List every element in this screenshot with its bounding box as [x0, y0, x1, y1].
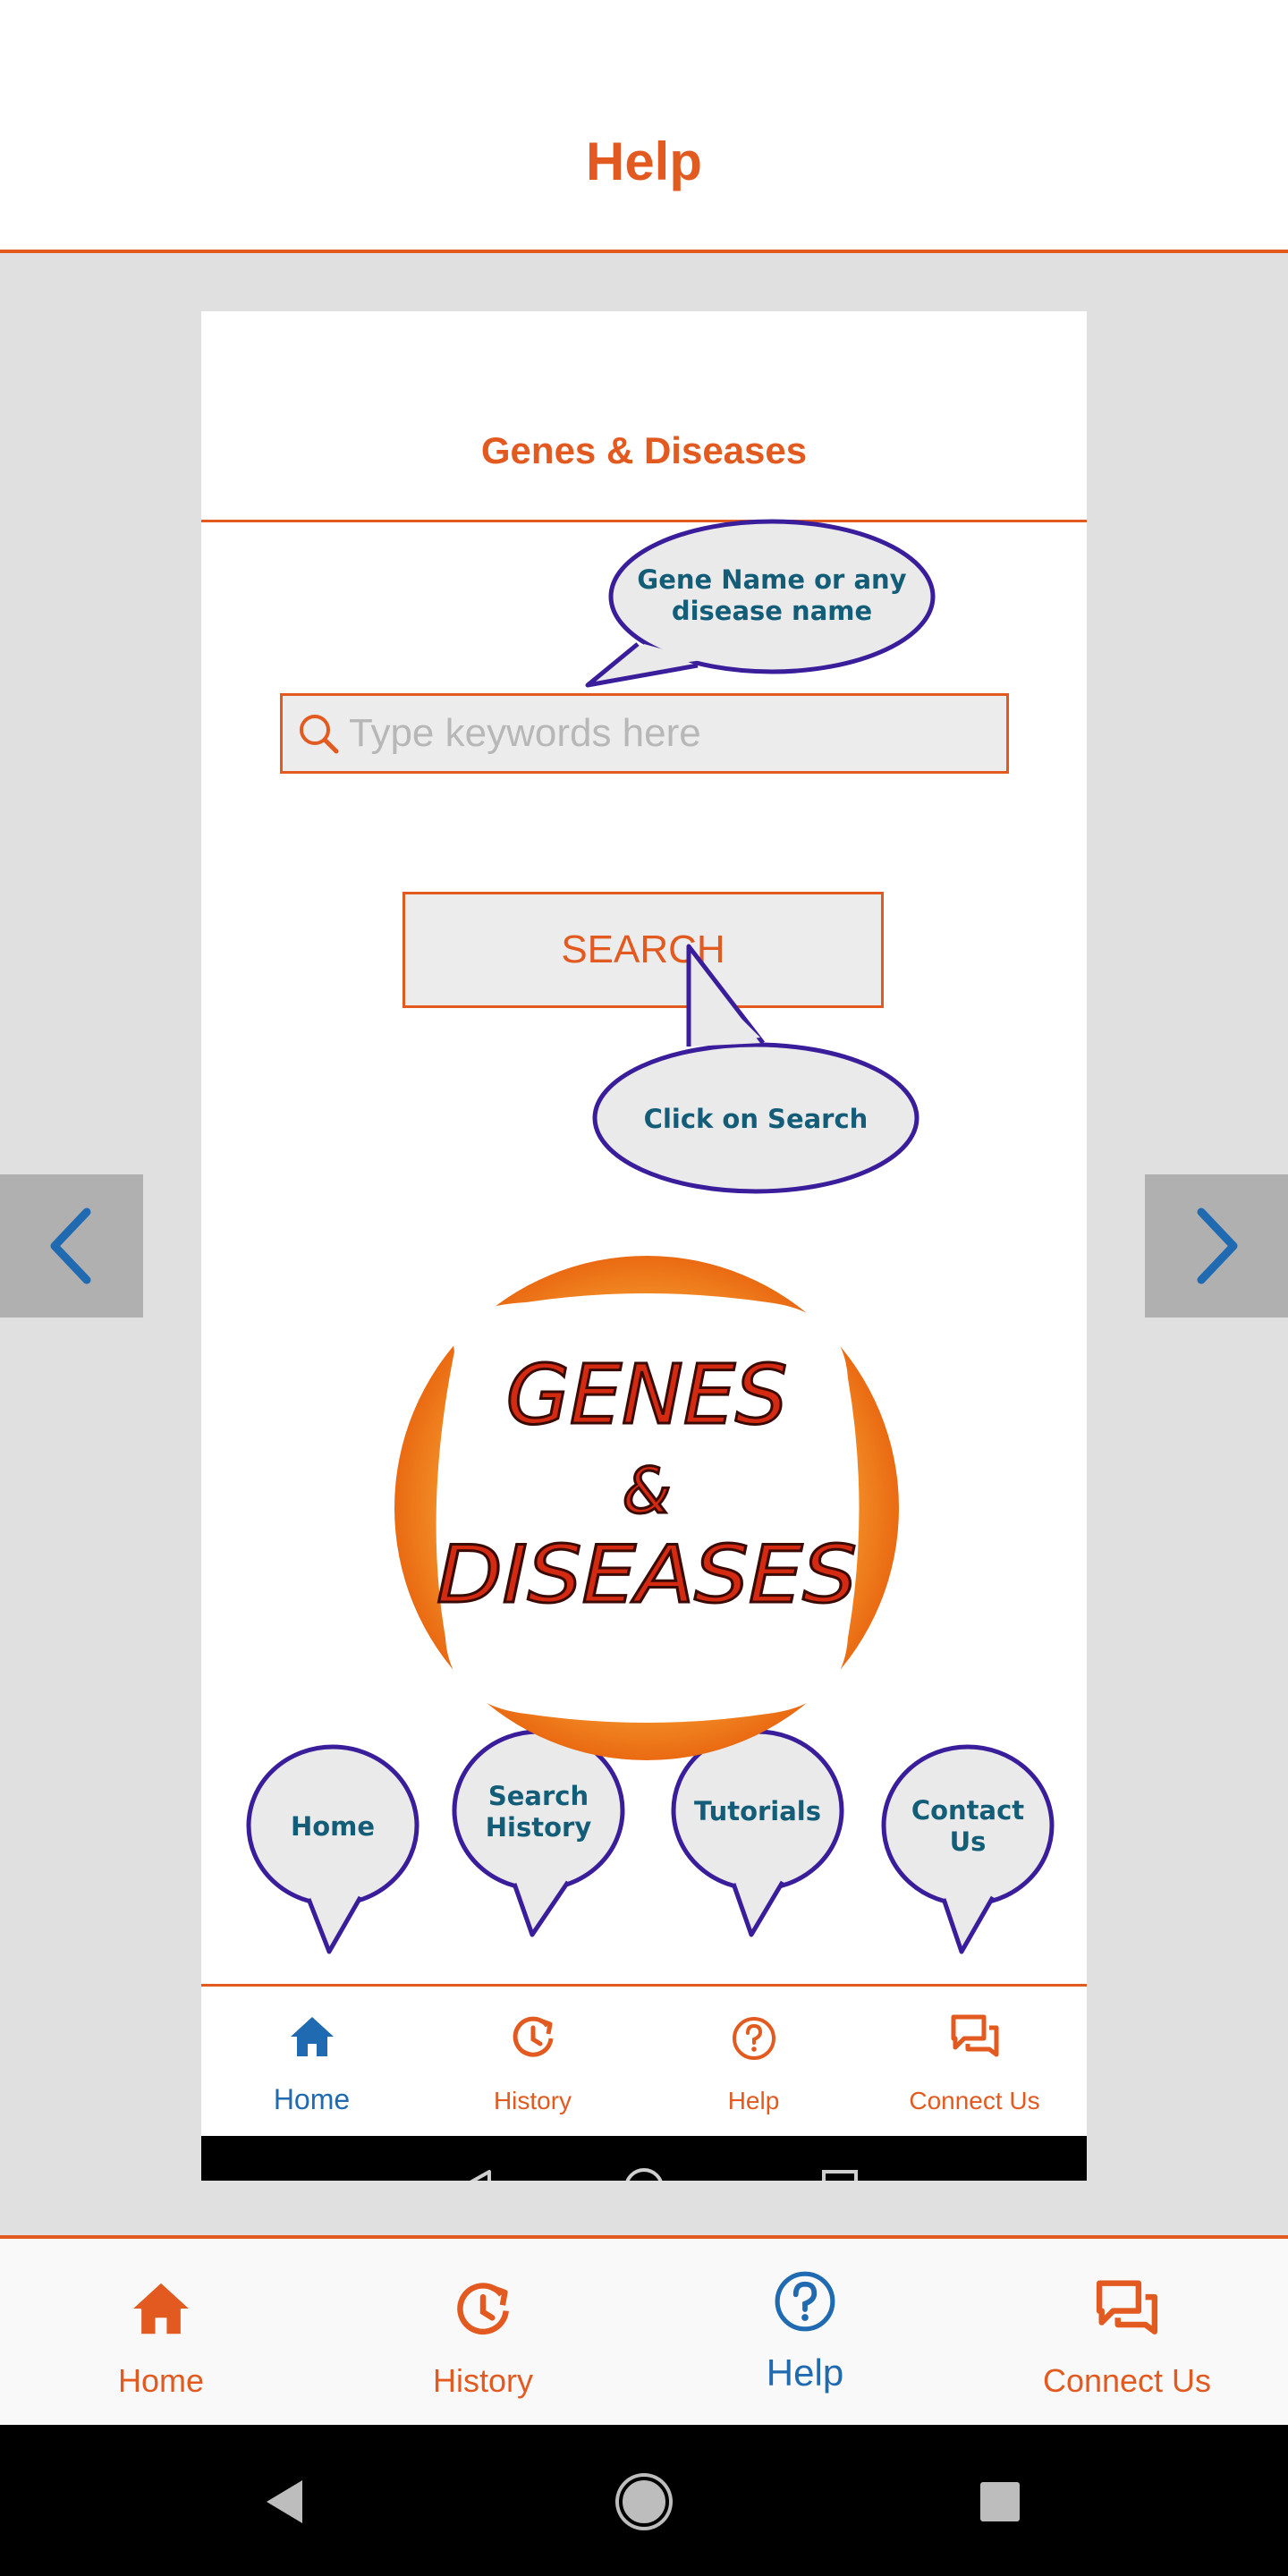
recents-icon [822, 2170, 858, 2181]
logo-line2: & [623, 1454, 672, 1528]
tutorial-nav-history: History [422, 1987, 643, 2139]
help-icon [733, 2017, 775, 2060]
nav-home[interactable]: Home [0, 2239, 322, 2428]
nav-help[interactable]: Help [644, 2239, 966, 2428]
callout-history-line1: Search [488, 1781, 589, 1811]
callout-search-line2: disease name [672, 596, 872, 626]
system-recents-button [980, 2482, 1020, 2521]
system-home-button [615, 2473, 673, 2530]
tutorial-nav-help-label: Help [727, 2087, 780, 2114]
home-circle-icon [625, 2168, 663, 2181]
nav-history[interactable]: History [322, 2239, 644, 2428]
tutorial-bottom-nav: Home History Help [201, 1984, 1087, 2136]
callout-history-line2: History [486, 1812, 592, 1843]
tutorial-nav-home: Home [201, 1987, 422, 2139]
tutorial-nav-help: Help [643, 1987, 864, 2139]
tutorial-app-title: Genes & Diseases [480, 429, 808, 471]
tutorial-app-header: Genes & Diseases [201, 311, 1087, 522]
help-content: Genes & Diseases Type keywords here SEAR… [0, 253, 1288, 2235]
search-icon [300, 715, 339, 754]
tutorial-system-nav [201, 2136, 1087, 2181]
callout-click-search [592, 1042, 919, 1194]
nav-help-label: Help [766, 2351, 844, 2394]
genes-diseases-logo: GENES & DISEASES [394, 1256, 899, 1760]
system-back-button [267, 2480, 302, 2523]
chevron-left-icon [50, 1208, 91, 1284]
chat-icon [951, 2014, 999, 2057]
tutorial-nav-home-label: Home [273, 2083, 351, 2115]
tutorial-nav-connect: Connect Us [864, 1987, 1085, 2139]
nav-history-label: History [432, 2362, 533, 2399]
callout-contact-line2: Us [950, 1826, 987, 1857]
tutorial-search-field: Type keywords here [280, 693, 1009, 774]
tutorial-nav-history-label: History [493, 2087, 572, 2114]
help-icon [775, 2271, 835, 2332]
chevron-right-icon [1197, 1208, 1238, 1284]
callout-search [608, 519, 936, 674]
history-icon [513, 2016, 554, 2057]
chat-icon [1096, 2280, 1158, 2334]
search-placeholder: Type keywords here [349, 711, 701, 755]
history-icon [457, 2283, 509, 2335]
tutorial-nav-connect-label: Connect Us [909, 2087, 1040, 2114]
callout-contact-line1: Contact [911, 1795, 1024, 1826]
callout-bubbles: Gene Name or any disease name Click on S… [246, 519, 1055, 1954]
next-slide-button[interactable] [1145, 1174, 1288, 1318]
callout-contact [881, 1744, 1055, 1907]
page-title: Help [585, 131, 703, 191]
logo-line3: DISEASES [436, 1529, 857, 1621]
nav-connect-us-label: Connect Us [1042, 2362, 1212, 2399]
home-icon [133, 2283, 189, 2334]
callout-home-text: Home [291, 1811, 375, 1842]
app-header: Help [0, 0, 1288, 253]
home-icon [291, 2017, 334, 2056]
back-icon [470, 2170, 491, 2181]
nav-connect-us[interactable]: Connect Us [966, 2239, 1288, 2428]
logo-line1: GENES [506, 1347, 788, 1443]
previous-slide-button[interactable] [0, 1174, 143, 1318]
nav-home-label: Home [117, 2362, 205, 2399]
callout-search-line1: Gene Name or any [637, 564, 906, 595]
callout-click-search-text: Click on Search [644, 1104, 869, 1134]
bottom-nav: Home History Help Connect Us [0, 2235, 1288, 2425]
tutorial-screenshot: Genes & Diseases Type keywords here SEAR… [201, 311, 1087, 2181]
callout-tutorials-text: Tutorials [694, 1796, 821, 1826]
system-nav-bar [0, 2425, 1288, 2576]
